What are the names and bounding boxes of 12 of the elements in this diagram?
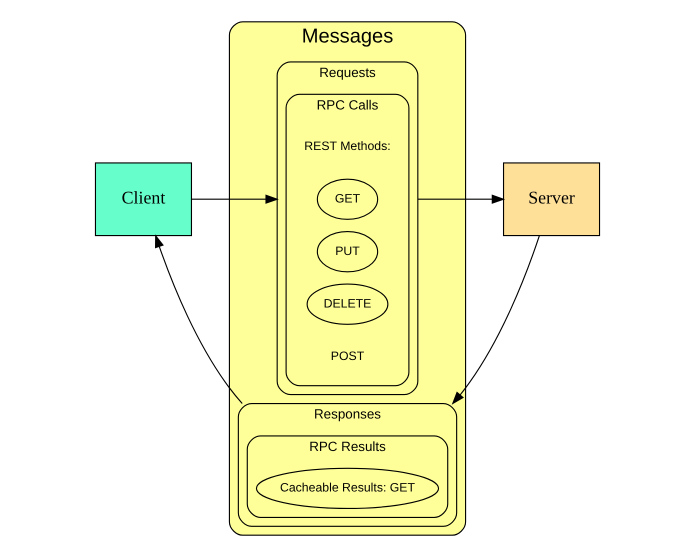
arrow bbox=[191, 194, 278, 204]
node-ellipse: Cacheable Results: GET bbox=[255, 468, 439, 510]
arrow bbox=[451, 236, 540, 405]
arrow bbox=[154, 234, 242, 404]
label: REST Methods: bbox=[304, 138, 390, 153]
arrow bbox=[417, 194, 505, 204]
node-box: Client bbox=[94, 162, 192, 236]
node-box: Server bbox=[502, 162, 600, 236]
node-ellipse: DELETE bbox=[306, 284, 388, 325]
node-ellipse: GET bbox=[316, 178, 378, 220]
label: POST bbox=[330, 348, 364, 363]
node-ellipse: PUT bbox=[316, 231, 378, 272]
